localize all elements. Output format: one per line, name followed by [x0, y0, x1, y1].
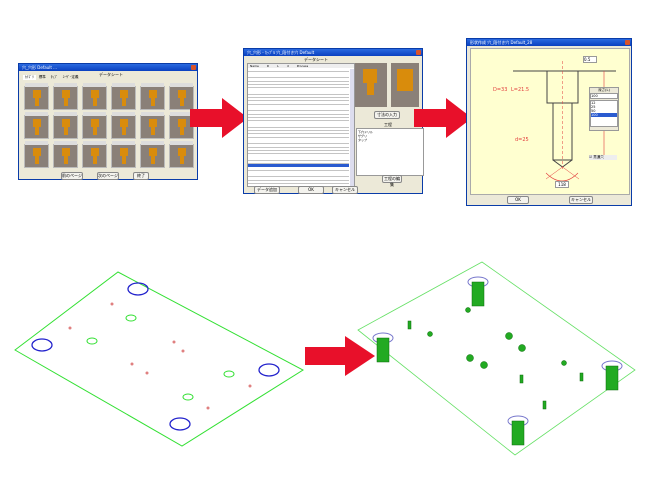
hole-type-option[interactable]	[82, 83, 107, 110]
tab[interactable]: ﾀｯﾌﾟ	[50, 75, 58, 79]
hole-type-option[interactable]	[169, 112, 194, 139]
angle-field[interactable]: 118	[555, 181, 569, 188]
hole-data-sheet-window: 穴_穴形 - ｶｯﾌﾟﾙ 穴_段付き穴 Default データシート Name …	[243, 48, 424, 194]
hole-type-option[interactable]	[111, 83, 136, 110]
process-item[interactable]: 下穴ドリル	[358, 130, 374, 134]
cancel-button[interactable]: キャンセル	[332, 186, 358, 194]
depth-panel[interactable]: 深さ(L) 100 12 25 50 100	[589, 87, 619, 131]
hole-type-option[interactable]	[140, 112, 165, 139]
data-table[interactable]: Name D L d Process	[247, 63, 355, 187]
group-label: データシート	[304, 57, 328, 62]
arrow-right-icon	[305, 336, 375, 376]
window-title: 穴_穴形 - ｶｯﾌﾟﾙ 穴_段付き穴 Default	[247, 50, 315, 55]
tab[interactable]: 標準	[38, 75, 46, 79]
arrow-right-icon	[414, 98, 472, 138]
depth-option[interactable]: 12	[591, 101, 596, 105]
hole-type-option[interactable]	[24, 112, 49, 139]
preview-image	[391, 63, 419, 107]
column-header[interactable]: Name	[250, 64, 259, 68]
title-bar: 穴_穴形 - ｶｯﾌﾟﾙ 穴_段付き穴 Default	[244, 49, 422, 56]
hole-type-option[interactable]	[169, 141, 194, 168]
process-item[interactable]: タップ	[358, 138, 368, 142]
counterbore-depth-label: L=21.5	[511, 87, 530, 93]
shape-creation-window: 形状作成 穴_段付き穴 Default_28 D=33 L=21.5 d=25 …	[466, 38, 632, 206]
exit-button[interactable]: 終了	[133, 172, 149, 180]
window-title: 穴_穴形 Default ...	[22, 65, 57, 70]
title-bar: 穴_穴形 Default ...	[19, 64, 197, 71]
hole-type-selection-window: 穴_穴形 Default ... データシート ｶﾃｺﾞﾘ 標準 ﾀｯﾌﾟ ﾕｰ…	[18, 63, 198, 180]
hole-type-option[interactable]	[111, 141, 136, 168]
depth-label: 深さ(L)	[598, 88, 610, 92]
counterbore-diameter-label: D=33	[493, 87, 508, 93]
title-bar: 形状作成 穴_段付き穴 Default_28	[467, 39, 631, 46]
hole-type-option[interactable]	[140, 141, 165, 168]
through-hole-checkbox[interactable]: ☑ 貫通穴	[589, 155, 617, 160]
plate-2d-hole-markers	[14, 271, 304, 447]
top-dimension-field[interactable]: 0.5	[583, 56, 597, 63]
ok-button[interactable]: OK	[298, 186, 324, 194]
drawing-area: D=33 L=21.5 d=25 0.5 深さ(L) 100 12 25 50 …	[470, 48, 630, 195]
scrollbar[interactable]	[350, 69, 354, 186]
arrow-right-icon	[190, 98, 248, 138]
hole-type-option[interactable]	[169, 83, 194, 110]
hole-type-option[interactable]	[111, 112, 136, 139]
add-data-button[interactable]: データ追加	[254, 186, 280, 194]
process-list[interactable]: 下穴ドリル ザグリ タップ	[356, 128, 424, 176]
close-icon[interactable]	[416, 50, 421, 55]
hole-diameter-label: d=25	[515, 137, 529, 143]
through-hole-label: 貫通穴	[593, 155, 604, 159]
depth-option[interactable]: 50	[591, 109, 596, 113]
column-header[interactable]: D	[266, 64, 270, 68]
hole-type-option[interactable]	[82, 141, 107, 168]
hole-type-option[interactable]	[53, 112, 78, 139]
column-header[interactable]: L	[277, 64, 279, 68]
edit-process-button[interactable]: 工程の編集	[382, 175, 402, 187]
dimension-input-button[interactable]: 寸法の入力	[374, 111, 400, 119]
window-title: 形状作成 穴_段付き穴 Default_28	[470, 40, 533, 45]
column-header[interactable]: d	[286, 64, 289, 68]
hole-type-option[interactable]	[140, 83, 165, 110]
group-label: データシート	[99, 72, 123, 77]
plate-3d-holes	[357, 261, 636, 456]
column-header[interactable]: Process	[296, 64, 309, 68]
depth-option[interactable]: 25	[591, 105, 596, 109]
cancel-button[interactable]: キャンセル	[569, 196, 593, 204]
next-page-button[interactable]: 次のページ	[97, 172, 119, 180]
preview-image	[355, 63, 387, 107]
depth-option[interactable]: 100	[591, 113, 617, 117]
close-icon[interactable]	[191, 65, 196, 70]
hole-type-option[interactable]	[53, 83, 78, 110]
close-icon[interactable]	[625, 40, 630, 45]
tab[interactable]: ﾕｰｻﾞｰ定義	[62, 75, 79, 79]
hole-type-option[interactable]	[82, 112, 107, 139]
ok-button[interactable]: OK	[507, 196, 529, 204]
selected-row[interactable]	[248, 164, 349, 167]
tab[interactable]: ｶﾃｺﾞﾘ	[23, 75, 36, 80]
process-label: 工程	[384, 122, 392, 127]
process-item[interactable]: ザグリ	[358, 134, 368, 138]
depth-input[interactable]: 100	[590, 93, 618, 99]
hole-type-option[interactable]	[24, 83, 49, 110]
hole-type-option[interactable]	[24, 141, 49, 168]
prev-page-button[interactable]: 前のページ	[61, 172, 83, 180]
hole-type-option[interactable]	[53, 141, 78, 168]
